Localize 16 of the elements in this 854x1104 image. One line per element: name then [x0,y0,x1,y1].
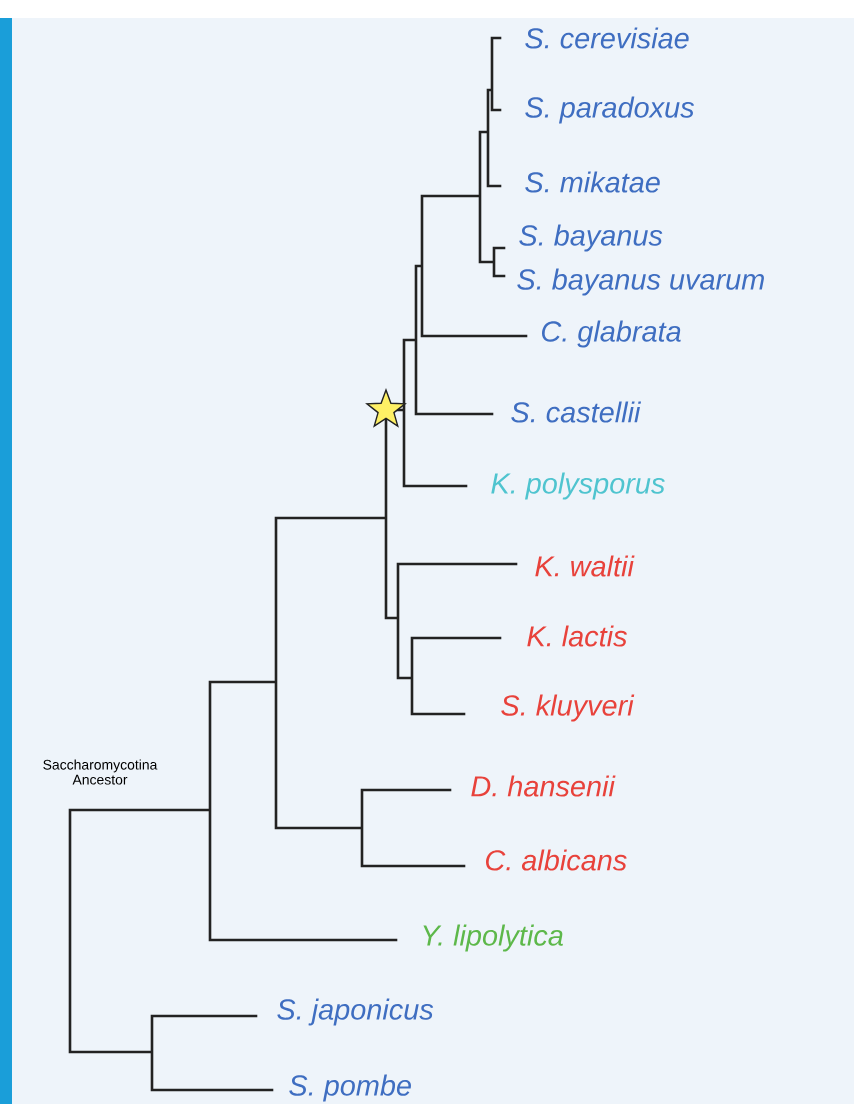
taxon-label: K. polysporus [491,472,665,500]
taxon-label: S. kluyveri [501,694,635,722]
taxon-label: S. bayanus [519,224,663,252]
taxon-label: S. cerevisiae [525,27,689,49]
taxon-label: S. japonicus [277,998,434,1026]
taxon-label: S. bayanus uvarum [517,268,764,296]
taxon-label: S. pombe [289,1074,411,1102]
taxon-label: K. waltii [535,555,635,577]
taxon-label: S. paradoxus [525,96,695,124]
taxon-label: Y. lipolytica [423,924,563,952]
taxon-label: S. castellii [511,401,642,423]
taxon-label: D. hansenii [471,775,616,797]
taxon-label: S. mikatae [525,171,660,193]
taxon-label: C. glabrata [542,320,681,348]
taxon-label: K. lactis [527,625,627,647]
taxon-label: C. albicans [486,849,627,871]
